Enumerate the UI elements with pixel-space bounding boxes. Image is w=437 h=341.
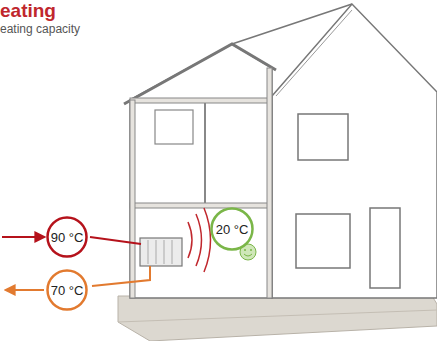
title: eating xyxy=(0,0,56,22)
slab-edge xyxy=(118,310,437,322)
radiator xyxy=(140,238,182,266)
cut-roof xyxy=(124,44,276,104)
first-floor xyxy=(130,203,272,208)
right-wall xyxy=(267,68,272,298)
roof-ridge xyxy=(232,4,352,44)
heat-wave xyxy=(204,208,211,272)
supply-pipe xyxy=(90,237,141,244)
circle-ring xyxy=(48,218,87,257)
return-temperature-circle: 70 °C xyxy=(46,269,88,311)
supply-pipe xyxy=(2,236,44,238)
circle-ring xyxy=(212,209,253,250)
left-wall xyxy=(130,100,135,298)
window xyxy=(155,110,193,144)
temperature-label: 70 °C xyxy=(51,283,84,298)
window xyxy=(296,214,350,268)
return-pipe xyxy=(92,266,150,286)
supply-temperature-circle: 90 °C xyxy=(46,216,88,258)
subtitle: eating capacity xyxy=(0,22,80,36)
window xyxy=(298,114,348,160)
temperature-label: 20 °C xyxy=(216,222,249,237)
front-facade xyxy=(272,4,437,298)
ground-slab xyxy=(118,296,437,341)
room-temperature-circle: 20 °C xyxy=(210,207,254,251)
heat-wave xyxy=(188,222,192,258)
partition xyxy=(204,103,206,203)
heat-wave xyxy=(196,214,202,266)
radiator-fin xyxy=(156,240,157,264)
radiator-fin xyxy=(148,240,149,264)
door xyxy=(370,208,400,288)
radiator-fin xyxy=(164,240,165,264)
radiator-fin xyxy=(172,240,173,264)
cutaway-section xyxy=(130,44,272,298)
attic-floor xyxy=(130,98,272,103)
circle-ring xyxy=(48,271,87,310)
temperature-label: 90 °C xyxy=(51,230,84,245)
return-pipe xyxy=(6,289,44,291)
roof-edge xyxy=(276,10,352,96)
